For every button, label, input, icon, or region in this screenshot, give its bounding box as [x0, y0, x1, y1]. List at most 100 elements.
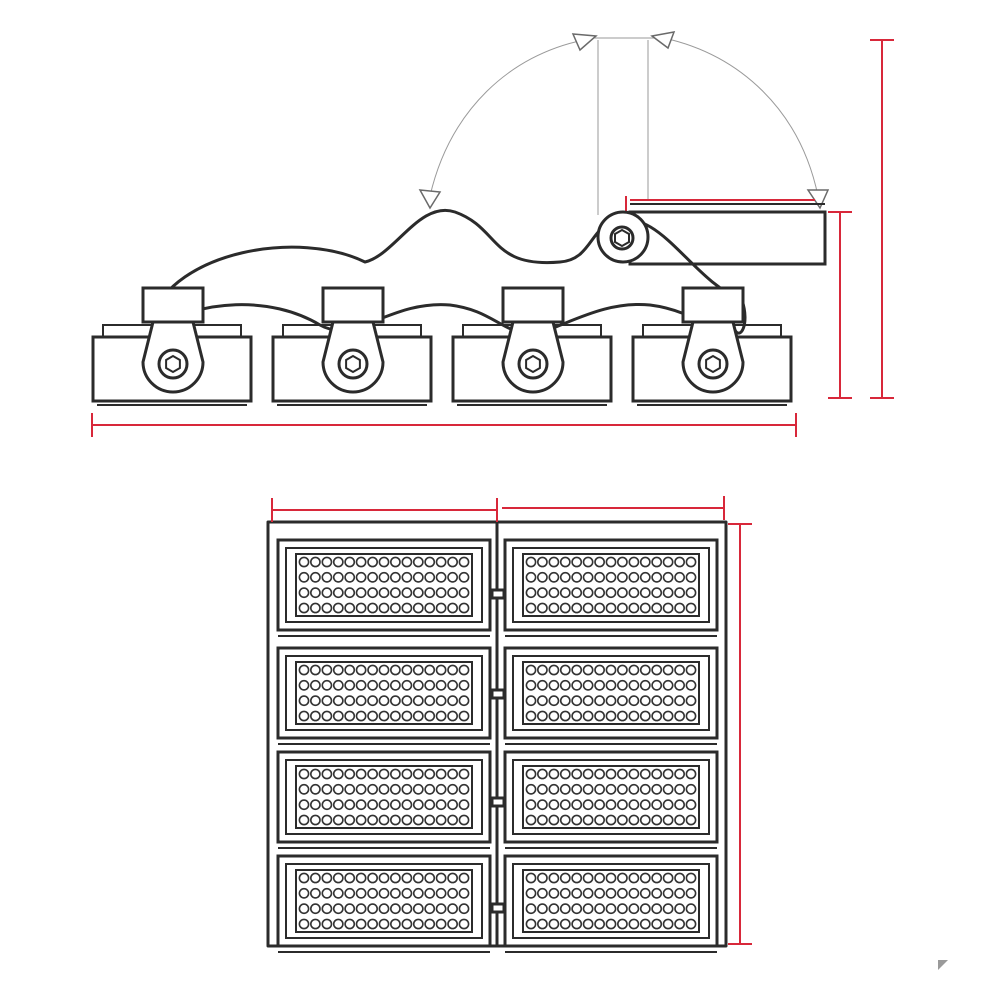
led-lens: [571, 768, 583, 780]
led-lens: [628, 872, 640, 884]
module-inner-frame: [285, 547, 483, 623]
led-lens: [298, 556, 310, 568]
base-modules: [91, 286, 793, 406]
led-lens: [309, 814, 321, 826]
led-lens: [537, 918, 548, 930]
led-lens: [617, 571, 628, 583]
led-lens: [367, 872, 378, 884]
led-lens: [367, 799, 378, 811]
led-lens: [594, 571, 605, 583]
led-lens: [548, 799, 560, 811]
led-lens: [424, 587, 436, 599]
led-module: [276, 854, 492, 953]
led-lens: [685, 571, 697, 583]
led-lens: [548, 679, 560, 691]
led-lens: [674, 903, 685, 915]
base-module: [271, 286, 433, 406]
led-lens: [458, 710, 470, 722]
led-lens: [605, 556, 617, 568]
led-lens: [525, 799, 537, 811]
led-lens: [298, 664, 310, 676]
led-lens: [617, 783, 628, 795]
led-lens: [378, 768, 390, 780]
led-lens: [344, 710, 356, 722]
led-lens: [389, 664, 401, 676]
led-lens: [582, 571, 594, 583]
led-lens: [309, 664, 321, 676]
led-lens: [298, 602, 310, 614]
led-lens: [674, 918, 685, 930]
led-lens: [447, 814, 458, 826]
led-lens: [674, 556, 685, 568]
lens-panel: [522, 553, 700, 617]
led-lens: [458, 679, 470, 691]
led-lens: [559, 799, 571, 811]
lens-panel: [295, 869, 473, 933]
led-lens: [298, 783, 310, 795]
led-lens: [559, 679, 571, 691]
led-lens: [559, 768, 571, 780]
led-lens: [582, 903, 594, 915]
led-lens: [401, 903, 413, 915]
module-inner-frame: [512, 655, 710, 731]
led-lens: [617, 710, 628, 722]
front-view: [266, 520, 728, 953]
led-lens: [435, 556, 447, 568]
led-lens: [571, 664, 583, 676]
led-lens: [559, 783, 571, 795]
column-connector: [490, 796, 506, 808]
led-lens: [367, 710, 378, 722]
led-lens: [355, 587, 367, 599]
led-lens: [344, 768, 356, 780]
led-lens: [662, 872, 674, 884]
led-lens: [447, 799, 458, 811]
module-inner-frame: [512, 863, 710, 939]
led-lens: [559, 587, 571, 599]
lens-panel: [522, 869, 700, 933]
led-lens: [594, 710, 605, 722]
led-lens: [344, 695, 356, 707]
led-lens: [628, 695, 640, 707]
tilt-arc-left: [429, 39, 585, 197]
arrow-head-icon: [418, 189, 442, 210]
led-lens: [298, 872, 310, 884]
led-lens: [525, 872, 537, 884]
led-lens: [435, 571, 447, 583]
led-lens: [605, 918, 617, 930]
led-lens: [571, 887, 583, 899]
led-lens: [435, 695, 447, 707]
led-lens: [424, 799, 436, 811]
led-lens: [674, 887, 685, 899]
led-lens: [617, 556, 628, 568]
led-lens: [378, 571, 390, 583]
led-lens: [525, 587, 537, 599]
led-lens: [424, 814, 436, 826]
corner-resize-icon: [938, 960, 948, 970]
led-lens: [332, 679, 344, 691]
column-connector: [490, 688, 506, 700]
led-lens: [332, 872, 344, 884]
led-lens: [685, 918, 697, 930]
led-lens: [321, 918, 333, 930]
led-lens: [582, 556, 594, 568]
led-lens: [412, 814, 424, 826]
led-lens: [651, 918, 663, 930]
led-lens: [628, 814, 640, 826]
led-lens: [389, 768, 401, 780]
hex-bolt-icon: [705, 354, 721, 374]
led-lens: [605, 710, 617, 722]
led-lens: [605, 587, 617, 599]
led-lens: [594, 887, 605, 899]
led-lens: [378, 556, 390, 568]
led-lens: [412, 768, 424, 780]
led-lens: [344, 664, 356, 676]
led-lens: [435, 768, 447, 780]
led-lens: [344, 783, 356, 795]
led-lens: [628, 903, 640, 915]
led-lens: [298, 814, 310, 826]
led-lens: [582, 887, 594, 899]
led-lens: [458, 903, 470, 915]
led-lens: [344, 556, 356, 568]
led-lens: [537, 814, 548, 826]
